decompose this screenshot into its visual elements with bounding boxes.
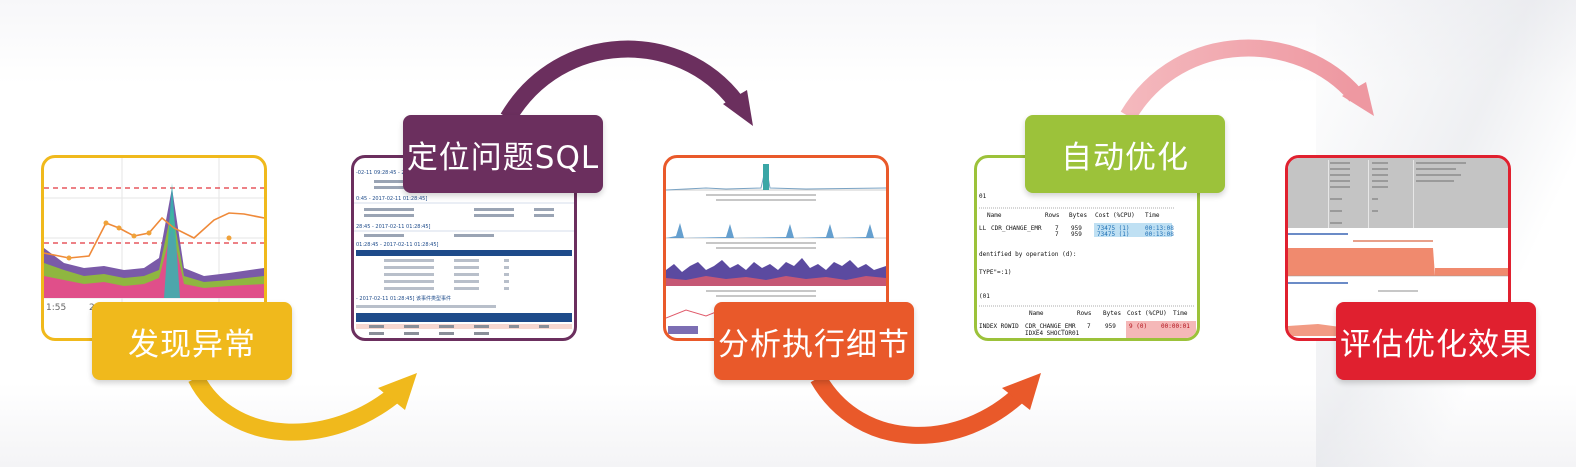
detect-axis-left: 1:55: [46, 303, 66, 313]
locate-line-2: 28:45 - 2017-02-11 01:28:45]: [356, 224, 430, 230]
step-label-evaluate: 评估优化效果: [1336, 302, 1536, 380]
plan-row-3-op: INDEX ROWID: [979, 323, 1019, 330]
plan-type: TYPE"=:1): [979, 269, 1012, 276]
plan-col-cost-2: Cost (%CPU): [1127, 310, 1167, 317]
arrow-locate-to-analyze: [500, 40, 743, 123]
plan-row-2-rows: 7: [1055, 231, 1059, 238]
arrow-detect-to-locate: [188, 373, 404, 441]
plan-col-name: Name: [987, 212, 1002, 219]
plan-row-1-op: LL: [979, 225, 987, 232]
plan-num-1: 01: [979, 193, 987, 200]
arrow-detect-to-locate-head: [378, 373, 417, 410]
plan-col-rows: Rows: [1045, 212, 1060, 219]
plan-row-3-time: 00:00:01: [1161, 323, 1190, 330]
step-label-analyze: 分析执行细节: [714, 302, 914, 380]
arrow-analyze-to-optimize-head: [1002, 373, 1041, 410]
plan-col-bytes-2: Bytes: [1103, 310, 1121, 317]
plan-row-1-time: 00:13:08: [1145, 225, 1174, 232]
plan-col-time-2: Time: [1173, 310, 1188, 317]
plan-row-3-name: CDR_CHANGE_EMR: [1025, 323, 1076, 330]
plan-row-2-cost: 73475 (1): [1097, 231, 1130, 238]
plan-row-1-rows: 7: [1055, 225, 1059, 232]
plan-col-cost: Cost (%CPU): [1095, 212, 1135, 219]
plan-col-name-2: Name: [1029, 310, 1044, 317]
plan-col-time: Time: [1145, 212, 1160, 219]
plan-row-2-time: 00:13:08: [1145, 231, 1174, 238]
plan-row-3-rows: 7: [1087, 323, 1091, 330]
plan-row-3-cost: 9 (0): [1129, 323, 1147, 330]
plan-row-1-bytes: 959: [1071, 225, 1082, 232]
step-label-detect: 发现异常: [92, 302, 292, 380]
arrow-locate-to-analyze-head: [723, 90, 753, 126]
locate-line-3: 01:28:45 - 2017-02-11 01:28:45]: [356, 242, 439, 248]
arrow-optimize-to-evaluate: [1120, 39, 1363, 121]
plan-col-rows-2: Rows: [1077, 310, 1092, 317]
plan-row-2-bytes: 959: [1071, 231, 1082, 238]
plan-row-3-name2: IDXE4 SHOCTOR01: [1025, 330, 1080, 337]
locate-header: -02-11 09:28:45 - 2017: [356, 170, 414, 176]
plan-col-bytes: Bytes: [1069, 212, 1087, 219]
locate-line-4: - 2017-02-11 01:28:45] 该事件类型事件: [356, 295, 451, 302]
plan-num-2: (01: [979, 293, 990, 300]
arrow-analyze-to-optimize: [810, 373, 1028, 444]
locate-line-1: 0:45 - 2017-02-11 01:28:45]: [356, 196, 427, 202]
plan-identified: dentified by operation (d):: [979, 251, 1077, 258]
step-label-optimize: 自动优化: [1025, 115, 1225, 193]
plan-row-3-bytes: 959: [1105, 323, 1116, 330]
plan-row-1-cost: 73475 (1): [1097, 225, 1130, 232]
arrow-optimize-to-evaluate-head: [1342, 82, 1374, 116]
plan-row-1-name: CDR_CHANGE_EMR: [991, 225, 1042, 232]
step-label-locate: 定位问题SQL: [403, 115, 603, 193]
